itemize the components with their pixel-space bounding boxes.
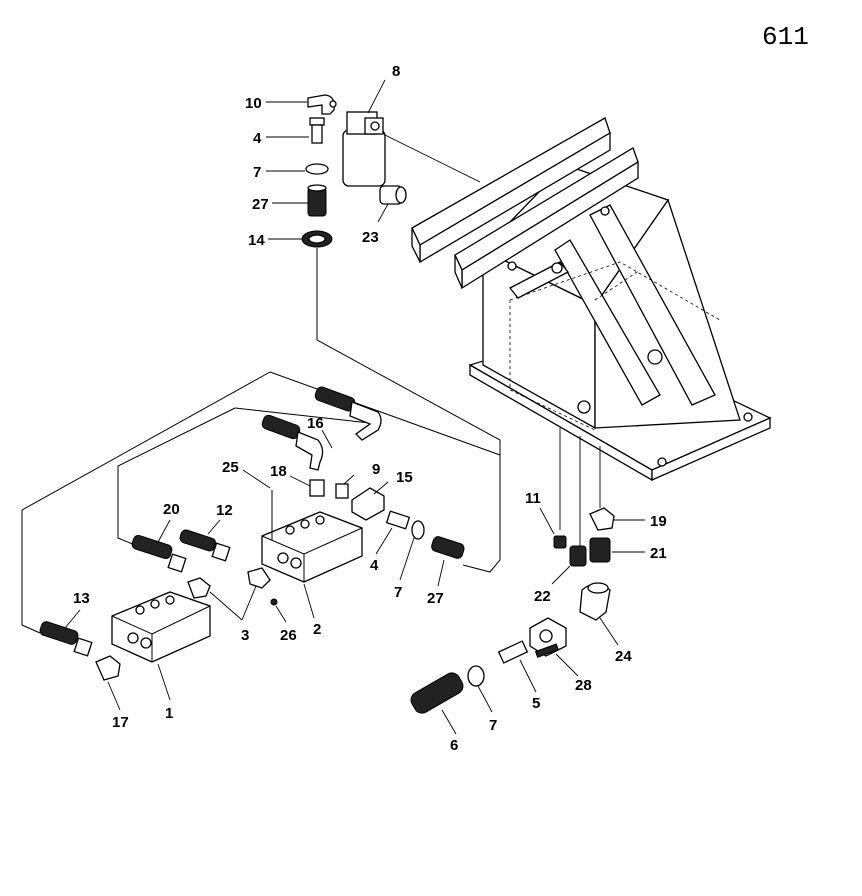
callout-27: 27 xyxy=(252,196,269,213)
callout-19: 19 xyxy=(650,513,667,530)
callout-labels: 8 10 4 7 27 14 23 16 25 18 9 15 20 12 13… xyxy=(73,63,667,754)
callout-1: 1 xyxy=(165,705,173,722)
callout-3: 3 xyxy=(241,627,249,644)
control-valves xyxy=(111,511,363,663)
callout-12: 12 xyxy=(216,502,233,519)
callout-25: 25 xyxy=(222,459,239,476)
callout-2: 2 xyxy=(313,621,321,638)
page-number: 611 xyxy=(762,22,809,52)
callout-9: 9 xyxy=(372,461,380,478)
callout-20: 20 xyxy=(163,501,180,518)
callout-7: 7 xyxy=(253,164,261,181)
callout-4-lower: 4 xyxy=(370,557,379,574)
callout-5: 5 xyxy=(532,695,540,712)
callout-11: 11 xyxy=(525,490,541,507)
callout-17: 17 xyxy=(112,714,129,731)
callout-leaders xyxy=(64,79,645,735)
callout-27-lower: 27 xyxy=(427,590,444,607)
callout-21: 21 xyxy=(650,545,667,562)
callout-7-middle: 7 xyxy=(394,584,402,601)
filter-assembly xyxy=(301,94,407,248)
callout-28: 28 xyxy=(575,677,592,694)
callout-14: 14 xyxy=(248,232,265,249)
callout-26: 26 xyxy=(280,627,297,644)
callout-18: 18 xyxy=(270,463,287,480)
stand-frame xyxy=(411,117,772,482)
callout-16: 16 xyxy=(307,415,324,432)
small-fittings xyxy=(95,428,615,687)
callout-7-lower: 7 xyxy=(489,717,497,734)
hoses xyxy=(39,386,465,714)
callout-6: 6 xyxy=(450,737,458,754)
callout-22: 22 xyxy=(534,588,551,605)
hose-routes xyxy=(21,134,501,634)
callout-8: 8 xyxy=(392,63,400,80)
callout-24: 24 xyxy=(615,648,632,665)
callout-23: 23 xyxy=(362,229,379,246)
callout-10: 10 xyxy=(245,95,262,112)
callout-15: 15 xyxy=(396,469,413,486)
callout-4: 4 xyxy=(253,130,262,147)
callout-13: 13 xyxy=(73,590,90,607)
